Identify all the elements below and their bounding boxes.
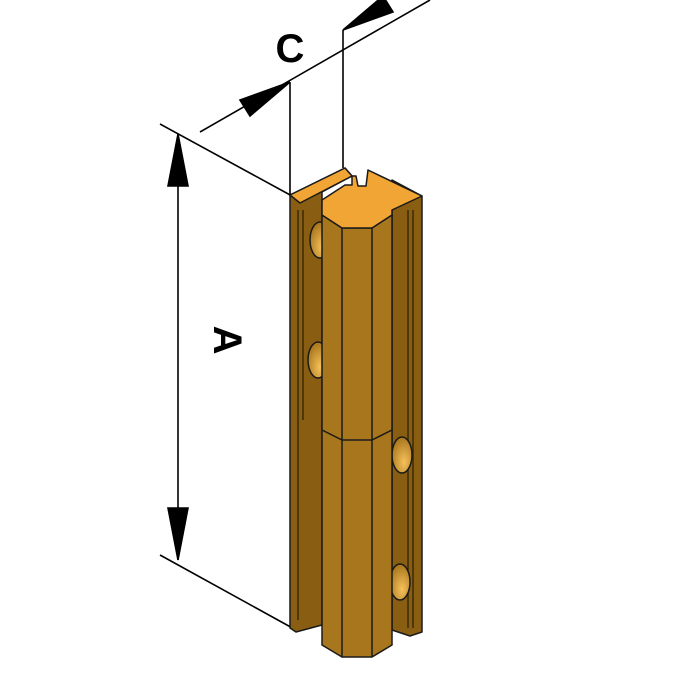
arrow-left-icon [342,0,395,31]
dimension-a [159,123,297,631]
screw-hole [389,563,411,601]
arrow-right-icon [238,81,291,118]
hinge-knuckle [321,169,423,658]
screw-hole [391,436,413,474]
label-a: A [205,326,249,355]
dimension-c [199,0,431,196]
label-c: C [276,27,305,71]
arrow-up-icon [167,133,189,187]
right-leaf [389,179,423,637]
arrow-down-icon [167,507,189,561]
